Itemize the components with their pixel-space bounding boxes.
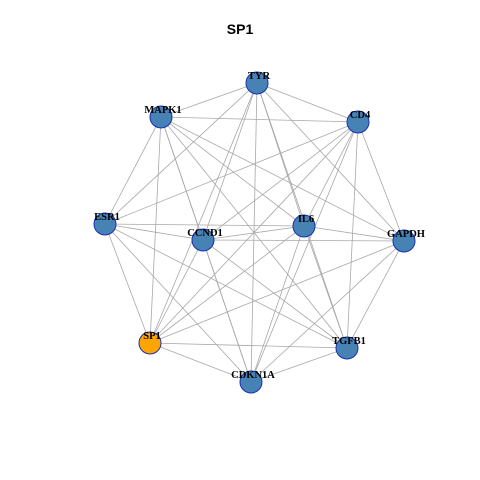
edges-layer — [104, 82, 405, 383]
edge-esr1-ccnd1 — [104, 223, 204, 241]
nodes-layer — [93, 71, 416, 394]
edge-ccnd1-cdkn1a — [202, 239, 252, 383]
edge-cd4-sp1 — [149, 121, 359, 344]
edge-esr1-cdkn1a — [104, 223, 252, 383]
edge-gapdh-sp1 — [149, 240, 405, 344]
node-label-sp1: SP1 — [143, 331, 161, 342]
edge-cd4-esr1 — [104, 121, 359, 225]
node-cd4[interactable] — [346, 110, 370, 134]
node-label-tyr: TYR — [248, 71, 271, 82]
edge-mapk1-il6 — [160, 116, 305, 227]
edge-tyr-ccnd1 — [202, 82, 258, 241]
edge-cd4-cdkn1a — [250, 121, 359, 383]
node-label-gapdh: GAPDH — [387, 229, 425, 240]
edge-esr1-sp1 — [104, 223, 151, 344]
edge-mapk1-cd4 — [160, 116, 359, 123]
node-ccnd1[interactable] — [191, 228, 215, 252]
edge-il6-tgfb1 — [303, 225, 348, 349]
edge-cd4-il6 — [303, 121, 359, 227]
node-label-ccnd1: CCND1 — [187, 228, 223, 239]
node-cdkn1a[interactable] — [239, 370, 263, 394]
edge-tyr-gapdh — [256, 82, 405, 242]
edge-cd4-gapdh — [357, 121, 405, 242]
edge-ccnd1-gapdh — [202, 239, 405, 242]
edge-mapk1-sp1 — [149, 116, 162, 344]
node-label-tgfb1: TGFB1 — [332, 336, 366, 347]
figure-title: SP1 — [226, 21, 254, 37]
edge-tyr-mapk1 — [160, 82, 258, 118]
node-tgfb1[interactable] — [335, 336, 359, 360]
edge-mapk1-esr1 — [104, 116, 162, 225]
edge-cd4-ccnd1 — [202, 121, 359, 241]
node-esr1[interactable] — [93, 212, 117, 236]
edge-il6-gapdh — [303, 225, 405, 242]
edge-tgfb1-cdkn1a — [250, 347, 348, 383]
edge-esr1-tgfb1 — [104, 223, 348, 349]
node-label-cdkn1a: CDKN1A — [231, 370, 275, 381]
edge-gapdh-tgfb1 — [346, 240, 405, 349]
node-label-esr1: ESR1 — [94, 212, 120, 223]
edge-ccnd1-il6 — [202, 225, 305, 241]
node-label-il6: IL6 — [298, 214, 314, 225]
edge-tyr-cd4 — [256, 82, 359, 123]
node-label-cd4: CD4 — [350, 110, 371, 121]
edge-tyr-sp1 — [149, 82, 258, 344]
node-mapk1[interactable] — [149, 105, 173, 129]
node-il6[interactable] — [292, 214, 316, 238]
edge-sp1-cdkn1a — [149, 342, 252, 383]
edge-cd4-tgfb1 — [346, 121, 359, 349]
edge-gapdh-cdkn1a — [250, 240, 405, 383]
edge-tyr-esr1 — [104, 82, 258, 225]
node-sp1[interactable] — [138, 331, 162, 355]
edge-ccnd1-tgfb1 — [202, 239, 348, 349]
edge-esr1-il6 — [104, 223, 305, 227]
node-gapdh[interactable] — [392, 229, 416, 253]
edge-sp1-tgfb1 — [149, 342, 348, 349]
edge-il6-cdkn1a — [250, 225, 305, 383]
node-label-mapk1: MAPK1 — [144, 105, 181, 116]
edge-ccnd1-sp1 — [149, 239, 204, 344]
edge-il6-sp1 — [149, 225, 305, 344]
node-tyr[interactable] — [245, 71, 269, 95]
